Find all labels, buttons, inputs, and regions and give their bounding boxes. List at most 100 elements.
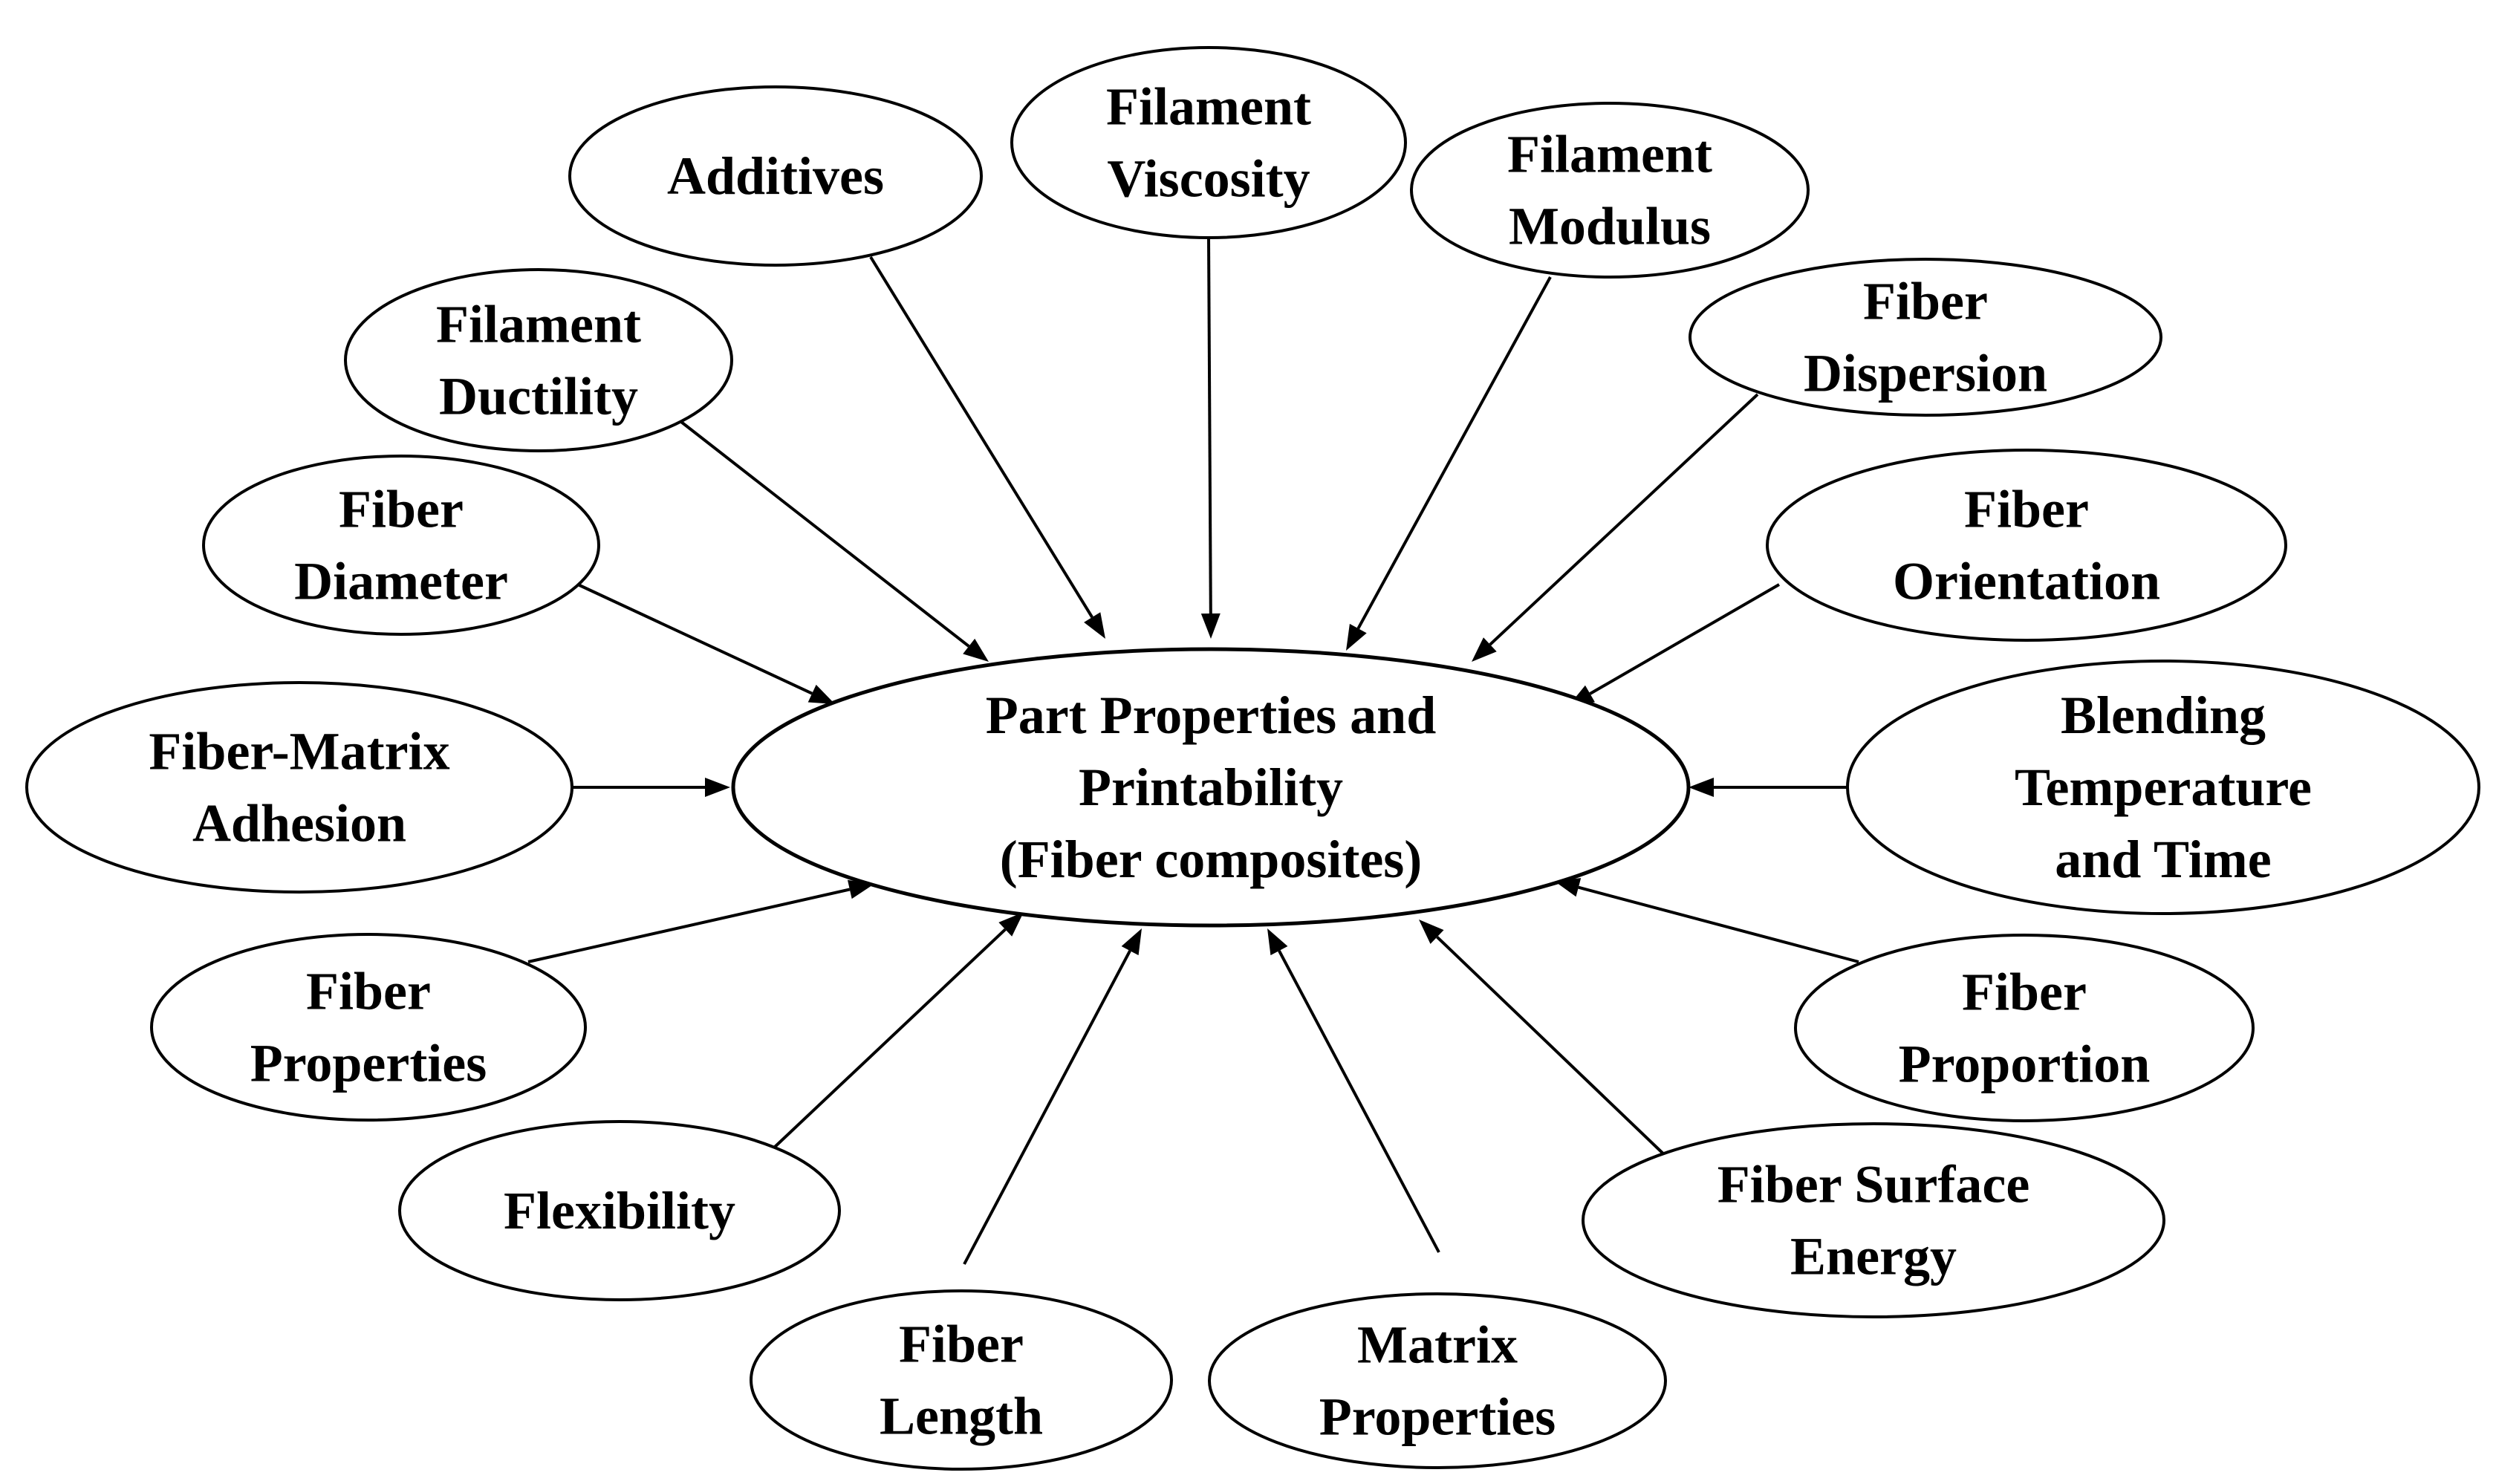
flexibility-arrow-line: [772, 928, 1007, 1150]
fiber-orientation-arrow: [1568, 583, 1781, 706]
fiber-matrix-adhesion-label-line-1: Fiber-Matrix: [149, 722, 449, 781]
filament-ductility-label-line-1: Filament: [436, 295, 641, 354]
blending-temperature-and-time-arrow: [1689, 778, 1847, 797]
filament-modulus-arrow: [1346, 276, 1552, 651]
matrix-properties-arrow: [1267, 928, 1440, 1253]
filament-modulus-label-line-1: Filament: [1507, 125, 1712, 184]
fiber-diameter-arrowhead-icon: [807, 684, 835, 704]
fiber-dispersion-arrow-line: [1489, 393, 1759, 646]
flexibility-label-line-1: Flexibility: [504, 1181, 735, 1240]
center-label-line-2: Printability: [1079, 758, 1343, 817]
additives-arrowhead-icon: [1084, 612, 1105, 639]
fiber-properties-arrow-line: [527, 888, 851, 963]
additives-label-line-1: Additives: [667, 146, 884, 206]
fiber-properties-label-line-1: Fiber: [306, 962, 431, 1021]
fiber-surface-energy-label-line-2: Energy: [1790, 1227, 1957, 1286]
fiber-surface-energy-arrow: [1419, 920, 1669, 1159]
matrix-properties-ellipse: [1208, 1292, 1667, 1469]
fiber-diameter-arrow: [577, 583, 835, 704]
fiber-length-arrow-line: [963, 950, 1131, 1265]
fiber-dispersion-ellipse: [1689, 258, 2162, 417]
fiber-proportion-label-line-1: Fiber: [1962, 963, 2087, 1022]
matrix-properties-label-line-2: Properties: [1319, 1387, 1556, 1447]
fiber-matrix-adhesion-ellipse: [25, 681, 573, 894]
additives-node: Additives: [568, 85, 983, 267]
additives-arrow: [869, 256, 1105, 639]
fiber-surface-energy-label-line-1: Fiber Surface: [1717, 1155, 2030, 1214]
fiber-length-arrowhead-icon: [1121, 928, 1142, 956]
fiber-diameter-ellipse: [202, 455, 600, 636]
filament-ductility-label-line-2: Ductility: [439, 367, 638, 426]
center-ellipse: [731, 647, 1691, 928]
fiber-diameter-label-line-2: Diameter: [294, 552, 508, 611]
fiber-diameter-label-line-1: Fiber: [339, 480, 464, 539]
filament-ductility-arrowhead-icon: [963, 638, 989, 662]
fiber-dispersion-label-line-1: Fiber: [1863, 272, 1988, 331]
filament-modulus-arrow-line: [1356, 276, 1552, 630]
blending-temperature-and-time-label-line-3: and Time: [2055, 830, 2271, 889]
fiber-properties-ellipse: [150, 933, 587, 1122]
filament-viscosity-arrowhead-icon: [1200, 613, 1221, 639]
fiber-dispersion-label-line-2: Dispersion: [1804, 344, 2047, 403]
fiber-length-ellipse: [750, 1289, 1173, 1471]
blending-temperature-and-time-arrowhead-icon: [1689, 778, 1714, 797]
filament-viscosity-label-line-2: Viscosity: [1107, 149, 1310, 209]
fiber-proportion-arrow: [1554, 878, 1859, 963]
fiber-matrix-adhesion-arrow: [572, 778, 730, 797]
matrix-properties-arrowhead-icon: [1267, 928, 1288, 956]
filament-ductility-ellipse: [344, 268, 733, 452]
matrix-properties-arrow-line: [1278, 950, 1440, 1253]
fiber-orientation-arrow-line: [1589, 583, 1781, 695]
flexibility-node: Flexibility: [398, 1120, 841, 1301]
filament-ductility-arrow-line: [673, 415, 970, 648]
blending-temperature-and-time-label-line-1: Blending: [2061, 686, 2266, 745]
additives-arrow-line: [869, 256, 1093, 619]
fiber-orientation-label-line-2: Orientation: [1893, 552, 2160, 611]
fiber-proportion-ellipse: [1794, 934, 2255, 1122]
center-label-line-1: Part Properties and: [986, 686, 1437, 745]
fiber-orientation-label-line-1: Fiber: [1964, 480, 2089, 539]
fiber-orientation-ellipse: [1766, 449, 2287, 642]
fiber-properties-label-line-2: Properties: [250, 1034, 487, 1093]
filament-modulus-ellipse: [1410, 102, 1810, 279]
fiber-dispersion-arrow: [1472, 393, 1759, 662]
blending-temperature-and-time-label-line-2: Temperature: [2015, 758, 2312, 817]
matrix-properties-label-line-1: Matrix: [1357, 1315, 1518, 1375]
fiber-surface-energy-ellipse: [1582, 1122, 2165, 1318]
fiber-proportion-arrow-line: [1578, 885, 1859, 963]
flexibility-ellipse: [398, 1120, 841, 1301]
filament-viscosity-ellipse: [1010, 46, 1407, 239]
filament-modulus-label-line-2: Modulus: [1509, 197, 1711, 256]
fiber-length-label-line-2: Length: [880, 1387, 1043, 1446]
fiber-proportion-label-line-2: Proportion: [1899, 1035, 2151, 1094]
fiber-matrix-adhesion-arrowhead-icon: [705, 778, 730, 797]
fiber-properties-arrow: [527, 879, 874, 963]
flexibility-arrowhead-icon: [998, 912, 1024, 937]
filament-viscosity-arrow: [1200, 237, 1221, 639]
fiber-matrix-adhesion-label-line-2: Adhesion: [192, 794, 406, 853]
fiber-length-label-line-1: Fiber: [899, 1315, 1024, 1374]
additives-ellipse: [568, 85, 983, 267]
flexibility-arrow: [772, 912, 1024, 1150]
filament-modulus-arrowhead-icon: [1346, 623, 1367, 651]
fiber-length-arrow: [963, 928, 1142, 1265]
fiber-surface-energy-arrowhead-icon: [1419, 920, 1444, 944]
fiber-diameter-arrow-line: [577, 583, 813, 695]
fiber-surface-energy-arrow-line: [1436, 936, 1669, 1159]
center-label-line-3: (Fiber composites): [1000, 830, 1423, 889]
